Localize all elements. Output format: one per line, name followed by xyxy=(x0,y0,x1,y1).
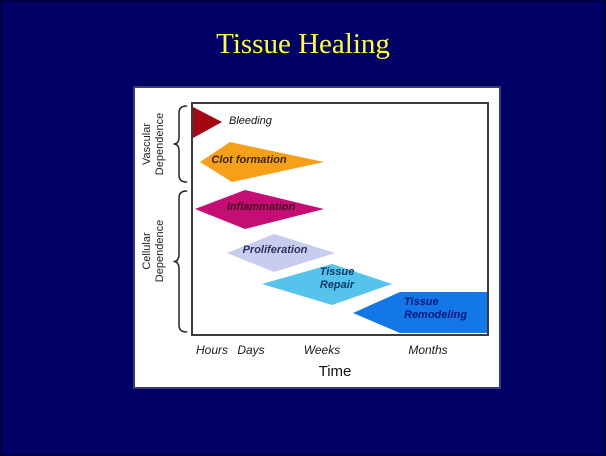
x-axis-title: Time xyxy=(318,363,352,380)
cellular-brace xyxy=(173,190,188,333)
phase-shape-inflammation xyxy=(195,190,324,229)
phase-label-inflammation: Inflammation xyxy=(226,201,296,213)
phase-shape-tissue-remodeling xyxy=(353,292,487,333)
axis-tick-days: Days xyxy=(237,343,265,357)
phase-label-tissue-remodeling: Tissue Remodeling xyxy=(404,296,467,321)
phase-label-tissue-repair: Tissue Repair xyxy=(319,266,355,291)
phase-shape-bleeding xyxy=(193,107,222,138)
phase-shapes-svg xyxy=(193,107,487,333)
group-label-vascular-dependence: Vascular Dependence xyxy=(141,112,166,176)
chart-panel: Vascular Dependence Cellular Dependence … xyxy=(133,86,501,389)
phase-label-proliferation: Proliferation xyxy=(242,244,308,256)
axis-tick-hours: Hours xyxy=(195,343,229,357)
group-label-cellular-dependence: Cellular Dependence xyxy=(141,219,166,283)
phase-shape-tissue-repair xyxy=(262,264,392,305)
phase-label-clot-formation: Clot formation xyxy=(211,154,287,166)
vascular-brace xyxy=(173,105,188,183)
phase-shape-clot-formation xyxy=(200,142,324,182)
phase-shape-tissue-repair-prolif xyxy=(227,234,335,272)
phase-label-bleeding: Bleeding xyxy=(229,115,272,127)
slide-title: Tissue Healing xyxy=(216,28,390,60)
axis-tick-weeks: Weeks xyxy=(303,343,341,357)
axis-tick-months: Months xyxy=(408,343,448,357)
